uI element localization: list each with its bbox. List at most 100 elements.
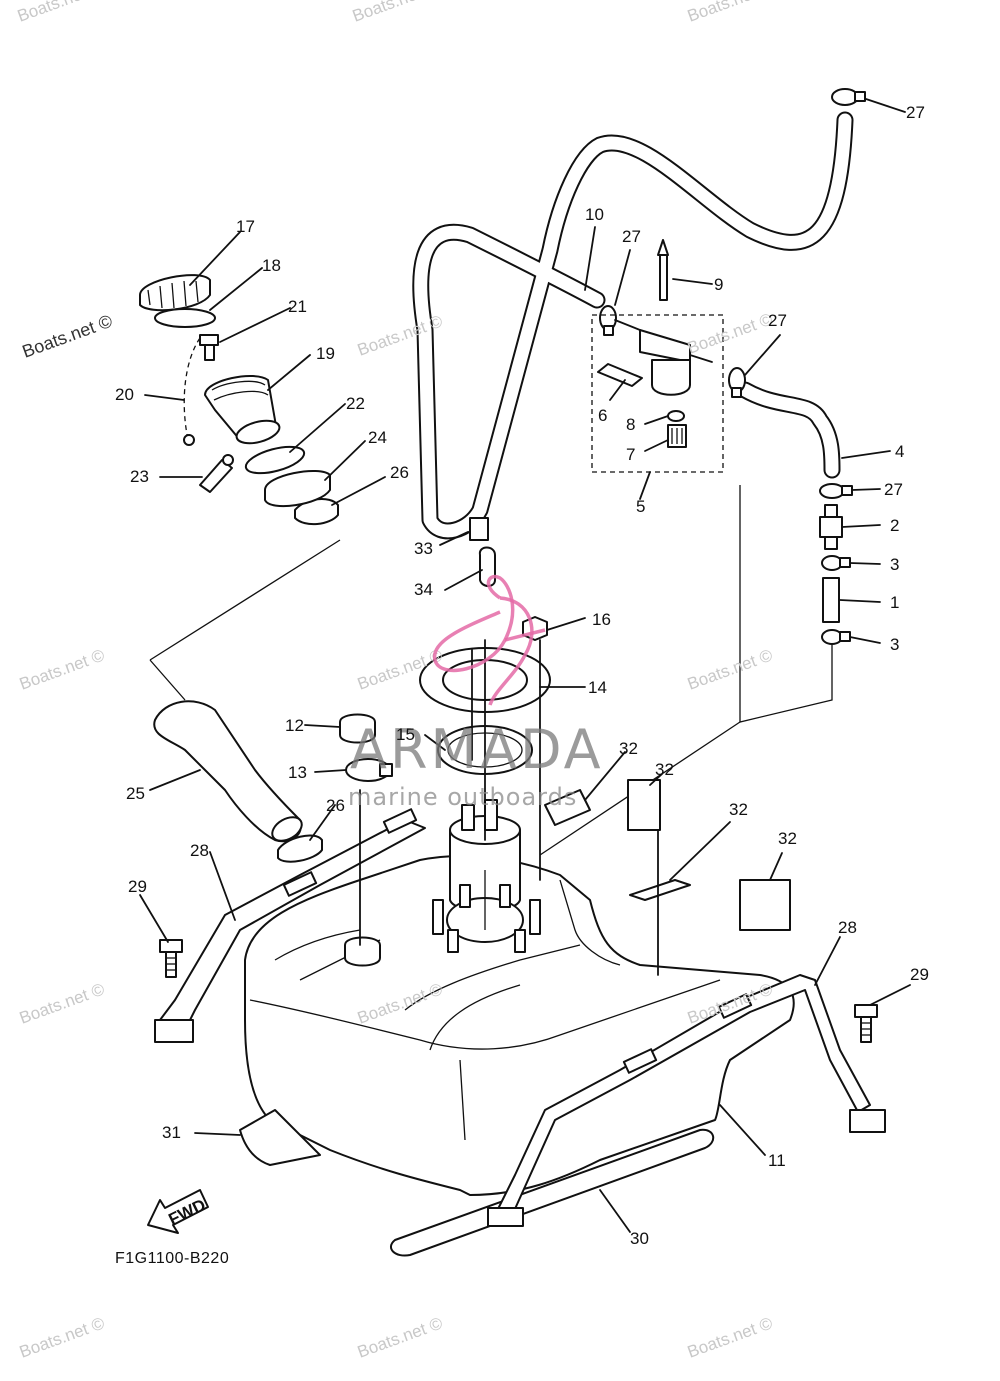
callout-5: 5 <box>636 497 645 516</box>
callout-27c: 27 <box>768 311 787 330</box>
callout-16: 16 <box>592 610 611 629</box>
clip-27-right <box>728 367 746 398</box>
damper-32-d <box>739 879 791 931</box>
callout-20: 20 <box>115 385 134 404</box>
clamp-26-lower <box>277 834 323 863</box>
armada-logo: ARMADA marine outboards <box>348 574 604 811</box>
callout-32d: 32 <box>778 829 797 848</box>
svg-text:Boats.net ©: Boats.net © <box>17 1313 108 1361</box>
callout-26a: 26 <box>390 463 409 482</box>
bracket-6 <box>597 363 643 387</box>
callout-29a: 29 <box>128 877 147 896</box>
callout-32c: 32 <box>729 800 748 819</box>
svg-text:Boats.net ©: Boats.net © <box>17 979 108 1027</box>
gasket-22 <box>244 445 306 475</box>
screw-21 <box>199 334 219 361</box>
leader-lines <box>139 98 911 1233</box>
tank-studs <box>432 884 541 953</box>
bolt-29-right <box>854 1004 878 1043</box>
callout-30: 30 <box>630 1229 649 1248</box>
clip-27-filter <box>599 305 617 336</box>
cap-12 <box>339 713 376 744</box>
tank-strap-right <box>487 974 886 1227</box>
fuel-hose-4 <box>736 381 841 479</box>
callout-13: 13 <box>288 763 307 782</box>
callout-28b: 28 <box>838 918 857 937</box>
svg-text:Boats.net ©: Boats.net © <box>17 645 108 693</box>
callout-21: 21 <box>288 297 307 316</box>
svg-text:Boats.net ©: Boats.net © <box>685 309 776 357</box>
callout-25: 25 <box>126 784 145 803</box>
clamp-3-lower <box>821 629 851 645</box>
fuel-filter-5 <box>591 314 724 473</box>
armada-tagline: marine outboards <box>348 783 577 811</box>
tank-strap-left <box>154 808 426 1043</box>
nut-24 <box>264 469 331 507</box>
clip-27-top <box>831 88 866 106</box>
joint-2 <box>819 504 843 550</box>
callout-4: 4 <box>895 442 904 461</box>
callout-8: 8 <box>626 415 635 434</box>
fwd-arrow: FWD <box>147 1189 209 1234</box>
callout-19: 19 <box>316 344 335 363</box>
pad-31 <box>239 1109 321 1166</box>
holder-33 <box>469 517 489 541</box>
filler-hose-25 <box>153 700 302 843</box>
pipe-1 <box>822 577 840 623</box>
damper-32-a <box>544 789 591 826</box>
pin-23 <box>199 454 234 493</box>
fitting-9 <box>657 239 669 301</box>
callout-29b: 29 <box>910 965 929 984</box>
svg-text:Boats.net ©: Boats.net © <box>685 0 776 26</box>
callout-32b: 32 <box>655 760 674 779</box>
grommet <box>344 936 381 967</box>
callout-17: 17 <box>236 217 255 236</box>
nut-16 <box>522 616 548 641</box>
clamp-3-upper <box>821 555 851 571</box>
svg-text:Boats.net ©: Boats.net © <box>15 0 106 26</box>
svg-text:Boats.net ©: Boats.net © <box>350 0 441 26</box>
svg-text:Boats.net ©: Boats.net © <box>20 311 115 362</box>
gasket-18 <box>154 308 216 328</box>
callout-12: 12 <box>285 716 304 735</box>
filler-neck-19 <box>204 374 281 445</box>
callout-28a: 28 <box>190 841 209 860</box>
callout-11: 11 <box>768 1151 786 1170</box>
callout-7: 7 <box>626 445 635 464</box>
callout-27d: 27 <box>884 480 903 499</box>
callout-27b: 27 <box>622 227 641 246</box>
callout-3a: 3 <box>890 555 899 574</box>
fuel-hose-10 <box>412 111 854 540</box>
callout-23: 23 <box>130 467 149 486</box>
svg-text:Boats.net ©: Boats.net © <box>685 1313 776 1361</box>
chain-20 <box>183 337 201 446</box>
o-ring-8 <box>667 410 685 422</box>
callout-22: 22 <box>346 394 365 413</box>
bolt-29-left <box>159 939 183 978</box>
armada-wordmark: ARMADA <box>350 718 604 781</box>
damper-32-b <box>627 779 661 831</box>
callout-15: 15 <box>396 725 415 744</box>
callout-18: 18 <box>262 256 281 275</box>
callout-10: 10 <box>585 205 604 224</box>
callouts: 1 2 3 3 4 5 6 7 8 9 10 11 12 13 14 15 16… <box>115 103 929 1248</box>
clip-27-lower <box>819 483 853 499</box>
svg-text:Boats.net ©: Boats.net © <box>355 1313 446 1361</box>
callout-14: 14 <box>588 678 607 697</box>
callout-6: 6 <box>598 406 607 425</box>
callout-31: 31 <box>162 1123 181 1142</box>
fuel-tank <box>244 855 795 1196</box>
callout-2: 2 <box>890 516 899 535</box>
callout-26b: 26 <box>326 796 345 815</box>
callout-27a: 27 <box>906 103 925 122</box>
callout-33: 33 <box>414 539 433 558</box>
filler-cap-17 <box>139 274 211 312</box>
diagram-code: F1G1100-B220 <box>115 1250 229 1267</box>
callout-3b: 3 <box>890 635 899 654</box>
svg-text:Boats.net ©: Boats.net © <box>685 645 776 693</box>
pad-30 <box>390 1128 715 1257</box>
callout-32a: 32 <box>619 739 638 758</box>
callout-34: 34 <box>414 580 433 599</box>
callout-24: 24 <box>368 428 387 447</box>
